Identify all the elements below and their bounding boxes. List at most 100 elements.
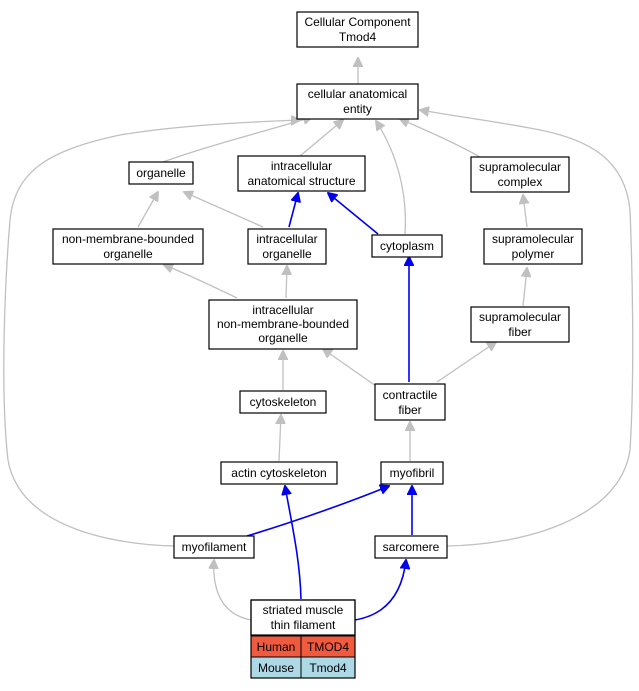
- node-label-line: myofilament: [182, 540, 247, 554]
- svg-text:thin filament: thin filament: [271, 618, 336, 632]
- edge-cytoplasm-to-cae: [376, 121, 407, 235]
- node-label-line: Tmod4: [339, 30, 377, 44]
- svg-text:cytoplasm: cytoplasm: [380, 239, 434, 253]
- svg-text:intracellular: intracellular: [256, 232, 317, 246]
- node-label-line: intracellular: [252, 303, 313, 317]
- svg-text:fiber: fiber: [508, 325, 531, 339]
- edge-inmbo-to-io: [286, 266, 287, 299]
- edge-organelle-to-cae: [162, 117, 312, 163]
- edge-cfiber-to-smfiber: [436, 342, 496, 383]
- edge-inmbo-to-nmbo: [164, 265, 238, 299]
- svg-text:Tmod4: Tmod4: [339, 30, 377, 44]
- node-myofibril[interactable]: myofibril: [380, 461, 444, 485]
- svg-text:polymer: polymer: [512, 247, 555, 261]
- node-myofilament[interactable]: myofilament: [173, 535, 255, 559]
- node-label-line: sarcomere: [383, 540, 440, 554]
- node-contractile-fiber[interactable]: contractile fiber: [374, 383, 446, 421]
- svg-text:actin cytoskeleton: actin cytoskeleton: [231, 466, 326, 480]
- edge-actin-to-cytoskeleton: [279, 415, 281, 462]
- node-label-line: cytoplasm: [380, 239, 434, 253]
- edge-stf-to-sarcomere: [354, 560, 406, 621]
- svg-text:entity: entity: [343, 102, 372, 116]
- svg-text:intracellular: intracellular: [252, 303, 313, 317]
- svg-text:non-membrane-bounded: non-membrane-bounded: [217, 317, 349, 331]
- node-intracellular-non-membrane-bounded-organelle[interactable]: intracellular non-membrane-bounded organ…: [208, 299, 358, 350]
- node-label-line: Cellular Component: [304, 15, 411, 29]
- svg-text:organelle: organelle: [258, 331, 308, 345]
- gene-label: TMOD4: [307, 640, 349, 654]
- node-label-line: complex: [498, 175, 543, 189]
- svg-text:organelle: organelle: [136, 166, 186, 180]
- species-label: Mouse: [258, 661, 294, 675]
- node-label-line: organelle: [262, 247, 312, 261]
- node-actin-cytoskeleton[interactable]: actin cytoskeleton: [220, 461, 338, 485]
- ortholog-row-human: Human TMOD4: [250, 635, 356, 658]
- svg-text:complex: complex: [498, 175, 543, 189]
- node-intracellular-organelle[interactable]: intracellular organelle: [247, 228, 327, 265]
- node-label-line: cellular anatomical: [308, 87, 407, 101]
- node-label-line: supramolecular: [479, 160, 561, 174]
- node-cytoplasm[interactable]: cytoplasm: [371, 234, 443, 258]
- svg-text:myofilament: myofilament: [182, 540, 247, 554]
- node-label-line: cytoskeleton: [250, 395, 317, 409]
- edge-nmbo-to-organelle: [137, 192, 158, 228]
- svg-text:myofibril: myofibril: [390, 466, 435, 480]
- node-label-line: organelle: [103, 247, 153, 261]
- node-label-line: actin cytoskeleton: [231, 466, 326, 480]
- node-label-line: intracellular: [271, 159, 332, 173]
- node-supramolecular-fiber[interactable]: supramolecular fiber: [470, 306, 570, 343]
- edge-io-to-ias: [288, 193, 298, 228]
- node-label-line: intracellular: [256, 232, 317, 246]
- edge-stf-to-actin: [285, 486, 302, 600]
- node-cellular-anatomical-entity[interactable]: cellular anatomical entity: [296, 83, 419, 120]
- edge-smfiber-to-smpolymer: [523, 268, 527, 307]
- species-label: Human: [257, 640, 296, 654]
- edge-smpolymer-to-smcomplex: [523, 195, 527, 228]
- svg-text:Cellular Component: Cellular Component: [304, 15, 411, 29]
- node-sarcomere[interactable]: sarcomere: [374, 535, 448, 559]
- node-label-line: contractile: [383, 388, 438, 402]
- svg-text:intracellular: intracellular: [271, 159, 332, 173]
- node-non-membrane-bounded-organelle[interactable]: non-membrane-bounded organelle: [52, 228, 204, 265]
- edge-sarcomere-to-cae: [420, 110, 634, 547]
- node-label-line: fiber: [398, 403, 421, 417]
- svg-text:organelle: organelle: [262, 247, 312, 261]
- edge-io-to-organelle: [184, 192, 264, 228]
- node-label-line: entity: [343, 102, 372, 116]
- svg-text:organelle: organelle: [103, 247, 153, 261]
- edge-ias-to-cae: [299, 120, 343, 157]
- svg-text:supramolecular: supramolecular: [479, 160, 561, 174]
- node-organelle[interactable]: organelle: [128, 161, 194, 185]
- node-cytoskeleton[interactable]: cytoskeleton: [239, 390, 327, 414]
- node-cellular-component-tmod4[interactable]: Cellular Component Tmod4: [296, 11, 419, 48]
- node-label-line: supramolecular: [492, 232, 574, 246]
- edge-stf-to-myofilament: [214, 560, 252, 621]
- ortholog-row-mouse: Mouse Tmod4: [250, 656, 356, 679]
- edge-smcomplex-to-cae: [400, 119, 481, 158]
- svg-text:anatomical structure: anatomical structure: [247, 174, 355, 188]
- node-label-line: organelle: [258, 331, 308, 345]
- edges: [3, 58, 634, 621]
- node-intracellular-anatomical-structure[interactable]: intracellular anatomical structure: [237, 155, 366, 192]
- node-supramolecular-complex[interactable]: supramolecular complex: [470, 156, 570, 193]
- node-label-line: myofibril: [390, 466, 435, 480]
- gene-label: Tmod4: [309, 661, 347, 675]
- svg-text:supramolecular: supramolecular: [479, 310, 561, 324]
- node-supramolecular-polymer[interactable]: supramolecular polymer: [483, 228, 583, 265]
- edge-cytoplasm-to-ias: [328, 193, 379, 235]
- node-striated-muscle-thin-filament[interactable]: striated muscle thin filament Human TMOD…: [250, 599, 356, 679]
- edge-myofilament-to-cae: [3, 120, 300, 547]
- svg-text:cytoskeleton: cytoskeleton: [250, 395, 317, 409]
- node-label-line: fiber: [508, 325, 531, 339]
- node-label-line: striated muscle: [263, 603, 344, 617]
- node-label-line: thin filament: [271, 618, 336, 632]
- svg-text:striated muscle: striated muscle: [263, 603, 344, 617]
- edge-cfiber-to-inmbo: [323, 349, 377, 387]
- svg-text:sarcomere: sarcomere: [383, 540, 440, 554]
- node-label-line: non-membrane-bounded: [217, 317, 349, 331]
- svg-text:supramolecular: supramolecular: [492, 232, 574, 246]
- node-label-line: non-membrane-bounded: [62, 232, 194, 246]
- svg-text:non-membrane-bounded: non-membrane-bounded: [62, 232, 194, 246]
- node-label-line: polymer: [512, 247, 555, 261]
